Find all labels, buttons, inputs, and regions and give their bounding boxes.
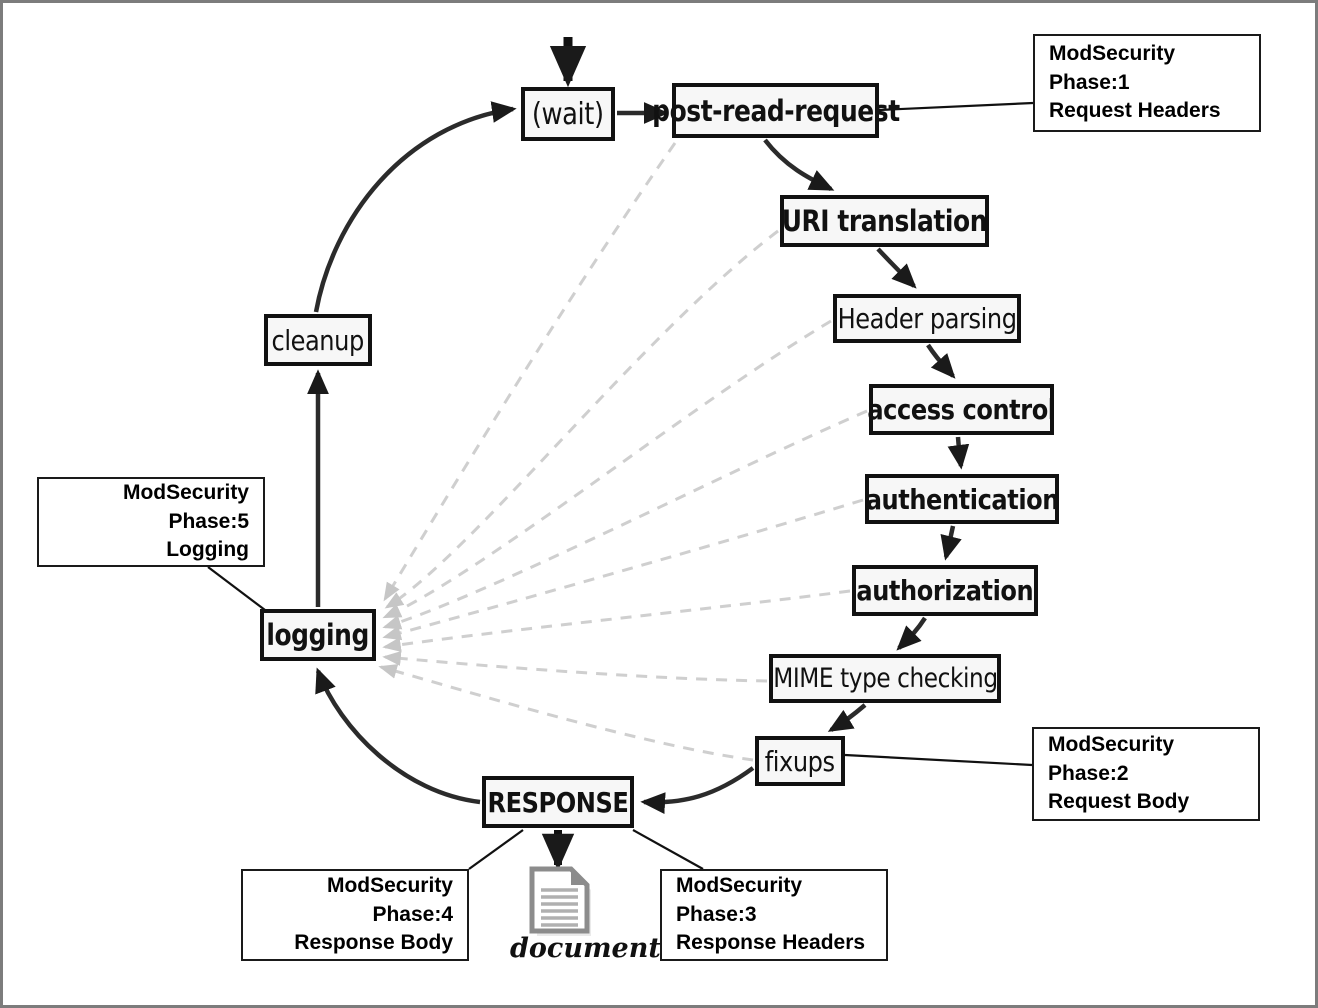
flow-edge-post-read-to-uri [763,138,835,192]
document-label: document [510,933,661,964]
callout-phase-5-line-2: Logging [166,538,249,562]
callout-phase-4-line-2: Response Body [294,931,453,955]
callout-phase-1-line-1: ModSecurity Phase:1 [1049,42,1176,94]
callout-phase-5-line-1: ModSecurity Phase:5 [122,481,249,533]
node-wait-label: (wait) [532,96,604,132]
callout-phase-2-line-2: Request Body [1048,790,1190,814]
logging-edge-post-read [383,142,677,602]
logging-edge-access [382,409,868,630]
node-access-control-label: access control [867,393,1056,426]
node-authorization[interactable]: authorization [852,565,1038,616]
flow-edge-cleanup-to-wait [313,101,517,313]
logging-edge-fixups [378,664,754,762]
node-response[interactable]: RESPONSE [482,776,634,828]
node-fixups-label: fixups [765,744,835,778]
logging-edge-uri [384,229,779,609]
node-wait[interactable]: (wait) [521,87,615,141]
logging-edge-mime [382,651,768,683]
flow-edge-authz-to-mime [896,616,927,651]
node-uri-translation[interactable]: URI translation [780,195,989,247]
node-header-parsing-label: Header parsing [837,302,1017,335]
flow-edge-fixups-to-response [640,766,755,814]
flow-edge-uri-to-header [876,247,917,289]
node-header-parsing[interactable]: Header parsing [833,294,1021,343]
node-post-read-request[interactable]: post-read-request [652,83,900,138]
callout-modsecurity-phase-3: ModSecurity Phase:3 Response Headers [660,869,888,961]
flow-edge-authn-to-authz [940,525,962,561]
node-post-read-request-label: post-read-request [651,93,900,128]
logging-edge-authz [382,589,851,653]
callout-phase-1-line-2: Request Headers [1049,99,1221,123]
callout-phase-3-line-2: Response Headers [676,931,866,955]
callout-leader-phase5 [207,566,266,611]
callout-modsecurity-phase-5: ModSecurity Phase:5 Logging [37,477,265,567]
flow-edge-response-to-logging [315,667,481,805]
flow-edge-access-to-authn [947,436,970,470]
node-mime-type-checking[interactable]: MIME type checking [769,654,1001,703]
logging-edge-header [382,319,832,619]
document-page-icon [529,866,591,936]
logging-edge-authn [382,498,864,641]
node-logging[interactable]: logging [260,609,376,661]
node-cleanup-label: cleanup [271,323,365,357]
node-access-control[interactable]: access control [867,384,1056,435]
node-response-label: RESPONSE [487,785,629,819]
callout-modsecurity-phase-4: ModSecurity Phase:4 Response Body [241,869,469,961]
callout-modsecurity-phase-1: ModSecurity Phase:1 Request Headers [1033,34,1261,132]
callout-leader-phase1 [878,101,1034,112]
callout-phase-2-line-1: ModSecurity Phase:2 [1048,733,1175,785]
callout-phase-4-line-1: ModSecurity Phase:4 [326,874,453,926]
callout-phase-3-line-1: ModSecurity Phase:3 [676,874,803,926]
node-fixups[interactable]: fixups [755,736,845,786]
node-logging-label: logging [266,618,370,652]
callout-leader-phase3 [632,829,704,870]
node-mime-type-checking-label: MIME type checking [772,663,998,694]
diagram-edges-layer [207,37,1034,871]
callout-modsecurity-phase-2: ModSecurity Phase:2 Request Body [1032,727,1260,821]
callout-leader-phase4 [468,829,524,870]
flow-edge-mime-to-fixups [827,703,867,732]
node-authentication-label: authentication [865,482,1059,516]
node-authorization-label: authorization [856,574,1034,607]
node-cleanup[interactable]: cleanup [264,314,372,366]
callout-leader-phase2 [844,753,1033,767]
flow-edge-header-to-access [926,343,956,379]
node-authentication[interactable]: authentication [865,474,1059,524]
node-uri-translation-label: URI translation [781,204,988,238]
